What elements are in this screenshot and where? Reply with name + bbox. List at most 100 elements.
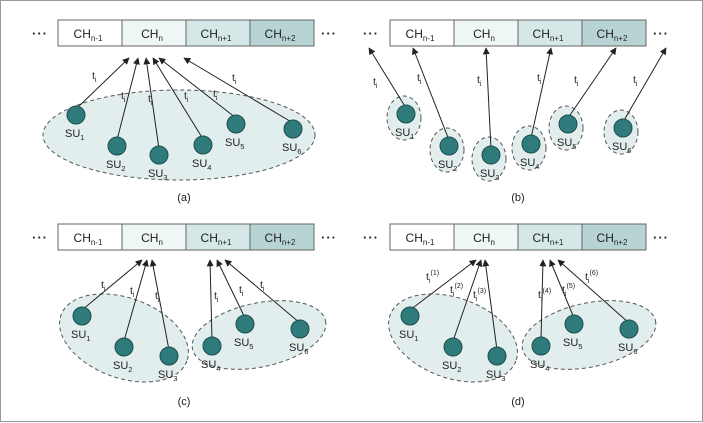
channel-cell bbox=[453, 223, 519, 251]
user-label: SU3 bbox=[148, 168, 167, 182]
user-node bbox=[159, 346, 179, 366]
channel-cell bbox=[389, 19, 455, 47]
time-label: ti(3) bbox=[473, 288, 486, 303]
arrow bbox=[622, 47, 667, 123]
channel-label: CHn+1 bbox=[201, 231, 232, 247]
channel-label: CHn bbox=[473, 27, 495, 43]
user-label: SU1 bbox=[395, 127, 414, 141]
arrow bbox=[530, 47, 554, 139]
user-label: SU5 bbox=[563, 337, 582, 351]
arrow bbox=[158, 57, 237, 119]
user-node bbox=[439, 136, 459, 156]
user-node bbox=[443, 337, 463, 357]
user-label: SU5 bbox=[234, 337, 253, 351]
user-node bbox=[531, 336, 551, 356]
user-node bbox=[226, 114, 246, 134]
ellipsis-left: ··· bbox=[32, 230, 48, 245]
time-label: ti(4) bbox=[538, 288, 551, 303]
user-groups bbox=[388, 293, 657, 383]
arrow bbox=[482, 47, 492, 150]
time-label: ti(5) bbox=[562, 283, 575, 298]
time-label: ti bbox=[214, 290, 219, 304]
user-label: SU6 bbox=[282, 142, 301, 156]
time-label: ti bbox=[574, 74, 579, 88]
ellipsis-right: ··· bbox=[653, 230, 669, 245]
user-group bbox=[42, 89, 316, 181]
time-label: ti bbox=[232, 72, 237, 86]
time-labels: ti(1)ti(2)ti(3)ti(4)ti(5)ti(6) bbox=[426, 270, 598, 303]
time-label: ti bbox=[184, 90, 189, 104]
transmission-arrows bbox=[75, 57, 294, 150]
time-label: ti bbox=[239, 284, 244, 298]
user-label: SU3 bbox=[480, 168, 499, 182]
user-label: SU1 bbox=[71, 329, 90, 343]
arrow bbox=[557, 259, 630, 324]
user-node bbox=[481, 145, 501, 165]
time-label: ti(6) bbox=[585, 270, 598, 285]
arrow bbox=[482, 259, 498, 351]
user-node bbox=[400, 306, 420, 326]
user-node bbox=[564, 314, 584, 334]
user-label: SU1 bbox=[399, 329, 418, 343]
user-label: SU6 bbox=[289, 342, 308, 356]
user-label: SU4 bbox=[520, 157, 539, 171]
user-label: SU2 bbox=[438, 159, 457, 173]
user-node bbox=[193, 135, 213, 155]
user-node bbox=[521, 134, 541, 154]
user-label: SU4 bbox=[530, 359, 549, 373]
user-label: SU2 bbox=[442, 360, 461, 374]
channel-cell bbox=[517, 223, 583, 251]
time-label: ti bbox=[260, 279, 265, 293]
ellipsis-left: ··· bbox=[363, 26, 379, 41]
user-label: SU3 bbox=[486, 369, 505, 383]
user-node bbox=[558, 114, 578, 134]
ellipsis-left: ··· bbox=[363, 230, 379, 245]
time-label: ti bbox=[148, 93, 153, 107]
transmission-arrows bbox=[81, 259, 301, 351]
arrow bbox=[452, 259, 483, 342]
channel-cell bbox=[517, 19, 583, 47]
time-label: ti bbox=[101, 279, 106, 293]
user-node bbox=[72, 306, 92, 326]
channel-label: CHn-1 bbox=[406, 27, 435, 43]
arrow bbox=[409, 259, 477, 311]
user-node bbox=[487, 346, 507, 366]
channel-cell bbox=[249, 19, 315, 47]
arrow bbox=[152, 57, 204, 140]
user-groups bbox=[42, 89, 316, 181]
arrow bbox=[123, 259, 149, 342]
user-label: SU5 bbox=[557, 137, 576, 151]
channel-label: CHn bbox=[473, 231, 495, 247]
user-group bbox=[191, 300, 327, 370]
ellipsis-right: ··· bbox=[653, 26, 669, 41]
user-node bbox=[107, 136, 127, 156]
channel-label: CHn-1 bbox=[74, 231, 103, 247]
user-label: SU1 bbox=[65, 128, 84, 142]
user-label: SU2 bbox=[106, 159, 125, 173]
user-node bbox=[283, 119, 303, 139]
arrow bbox=[116, 57, 140, 141]
user-groups bbox=[386, 95, 639, 182]
channel-label: CHn+2 bbox=[597, 27, 628, 43]
channel-label: CHn+2 bbox=[597, 231, 628, 247]
arrow bbox=[549, 259, 575, 319]
ellipsis-left: ··· bbox=[32, 26, 48, 41]
arrow bbox=[206, 259, 214, 341]
time-label: ti(2) bbox=[450, 283, 463, 298]
channel-cell bbox=[57, 19, 123, 47]
panel-caption: (c) bbox=[178, 396, 191, 408]
time-label: ti bbox=[537, 72, 542, 86]
arrow bbox=[216, 259, 246, 319]
transmission-arrows bbox=[409, 259, 630, 351]
time-label: ti bbox=[213, 88, 218, 102]
ellipsis-right: ··· bbox=[321, 230, 337, 245]
